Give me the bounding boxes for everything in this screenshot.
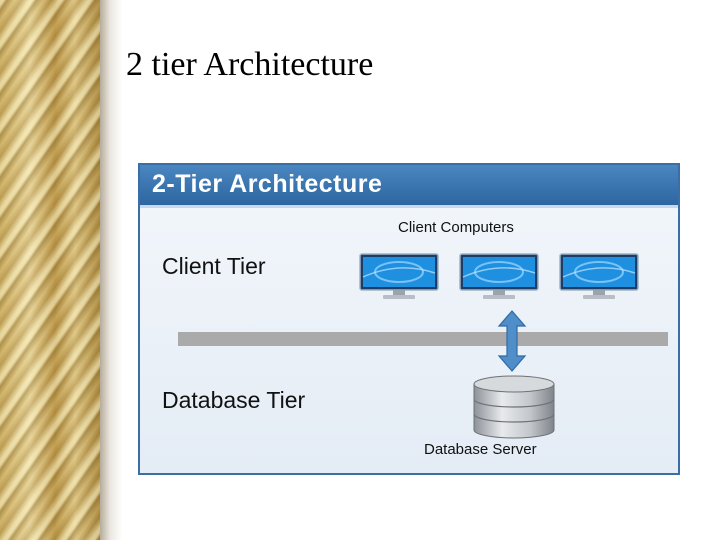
architecture-diagram: 2-Tier Architecture Client Computers Cli… bbox=[138, 163, 680, 475]
client-tier-label: Client Tier bbox=[162, 253, 266, 279]
network-bar bbox=[178, 332, 668, 346]
database-tier-label: Database Tier bbox=[162, 387, 306, 413]
slide-title: 2 tier Architecture bbox=[126, 46, 374, 83]
monitor-icon bbox=[459, 253, 539, 299]
monitor-icon bbox=[359, 253, 439, 299]
diagram-header: 2-Tier Architecture bbox=[140, 165, 678, 208]
monitor-icon bbox=[559, 253, 639, 299]
database-icon bbox=[473, 375, 555, 439]
double-arrow-icon bbox=[497, 310, 527, 372]
database-server-caption: Database Server bbox=[424, 441, 537, 458]
diagram-title: 2-Tier Architecture bbox=[152, 170, 383, 198]
client-computers-caption: Client Computers bbox=[398, 219, 514, 236]
side-bar-shadow bbox=[100, 0, 122, 540]
decorative-side-bar bbox=[0, 0, 100, 540]
